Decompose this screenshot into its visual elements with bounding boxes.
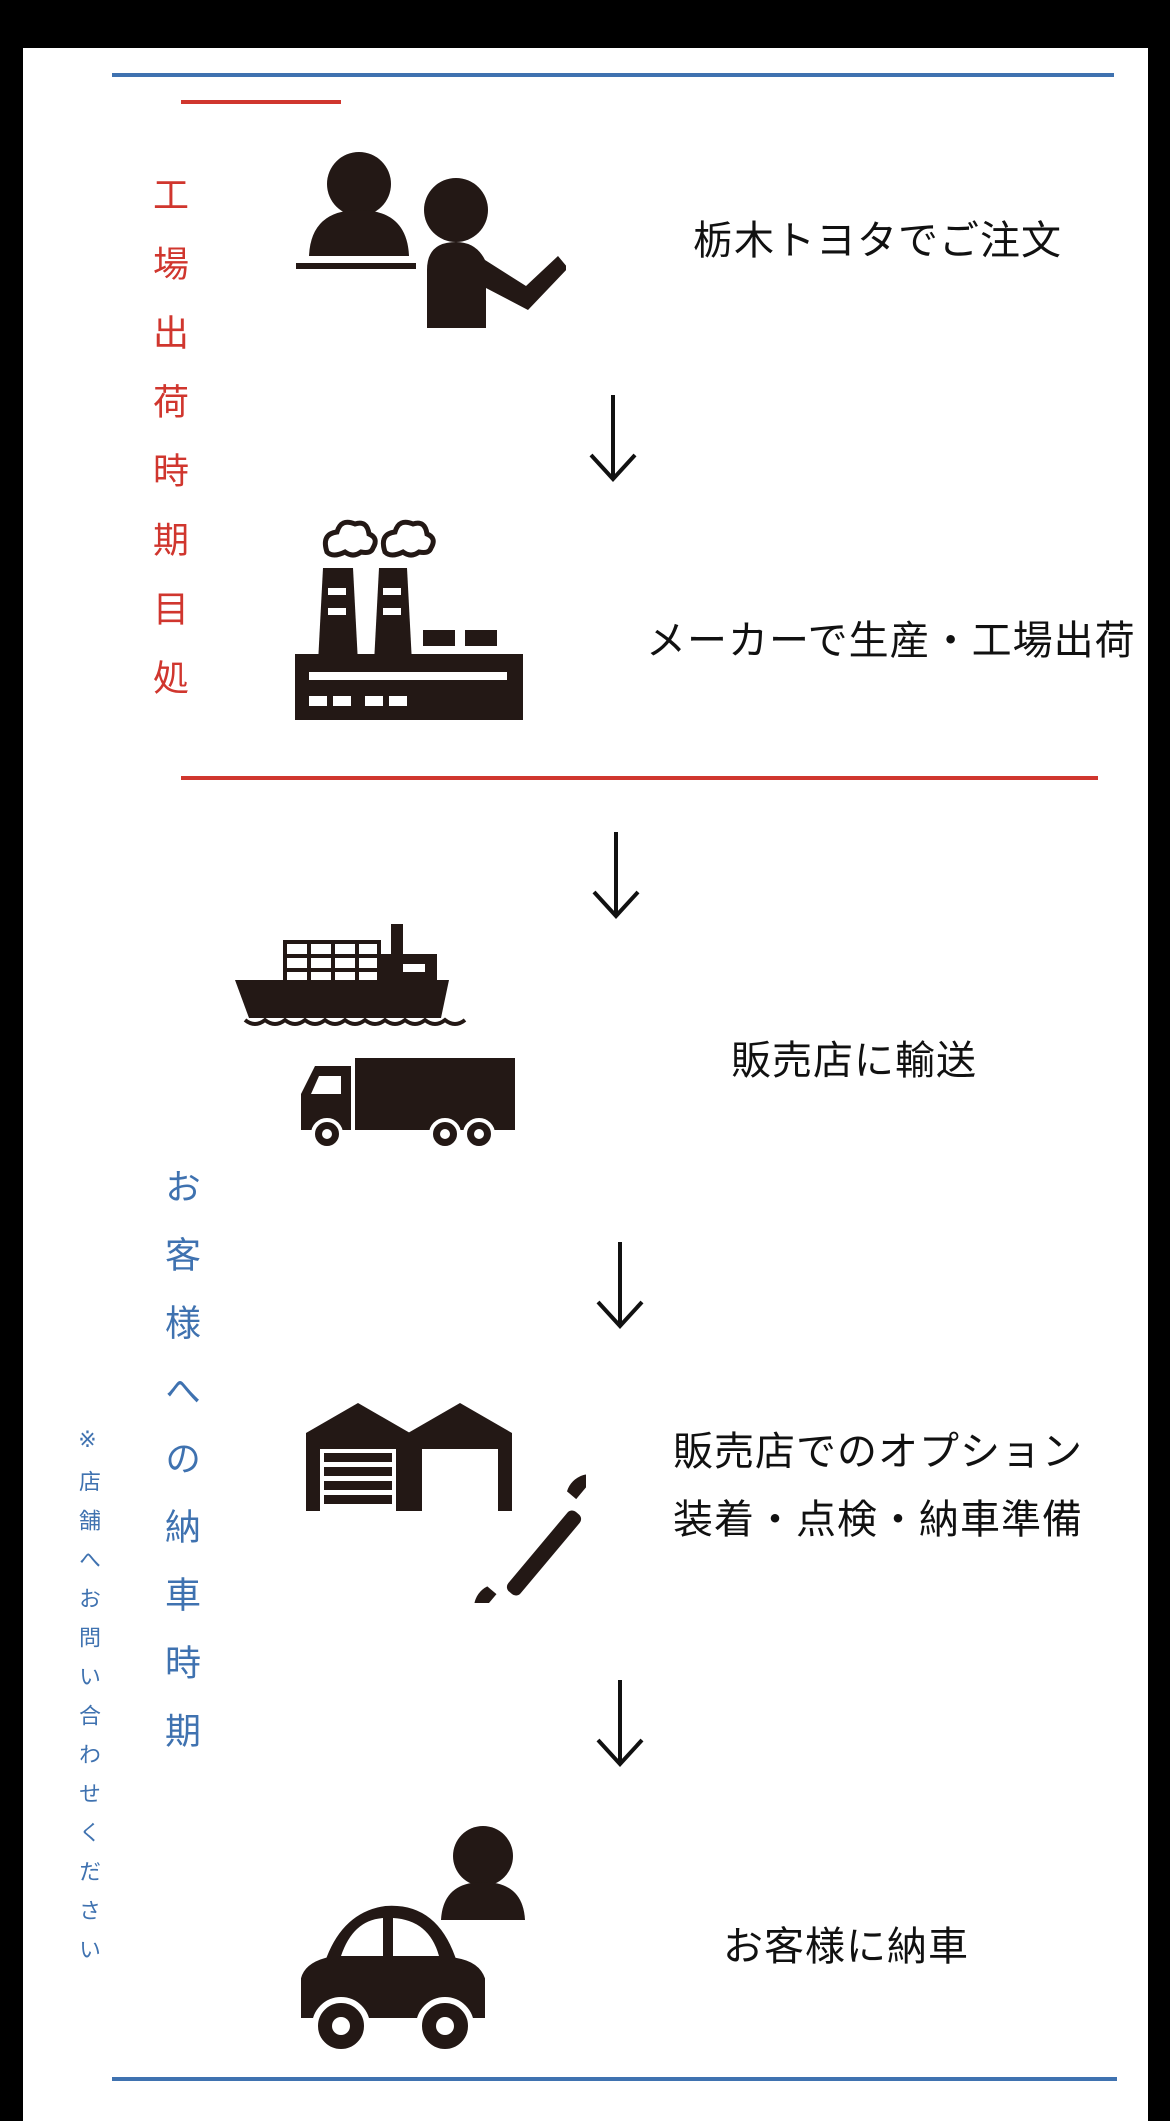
factory-icon	[295, 514, 525, 720]
down-arrow-icon	[595, 1240, 645, 1330]
step-1-label: 栃木トヨタでご注文	[693, 218, 1062, 264]
factory-period-top-line	[181, 100, 341, 104]
bottom-divider	[112, 2077, 1117, 2081]
order-meeting-icon	[296, 138, 566, 328]
step-4-label-line-1: 販売店でのオプション	[673, 1429, 1083, 1475]
flow-diagram-page: 工場出荷時期目処 お客様への納車時期 ※店舗へお問い合わせください 栃木トヨタで…	[23, 48, 1148, 2121]
step-2-label: メーカーで生産・工場出荷	[646, 618, 1136, 664]
car-customer-icon	[281, 1818, 551, 2054]
step-4-label: 販売店でのオプション 装着・点検・納車準備	[673, 1418, 1083, 1554]
step-5-label: お客様に納車	[723, 1924, 969, 1970]
ship-truck-icon	[235, 924, 565, 1146]
down-arrow-icon	[595, 1678, 645, 1768]
top-divider	[112, 73, 1114, 77]
step-3-label: 販売店に輸送	[731, 1038, 977, 1084]
factory-period-bottom-line	[181, 776, 1098, 780]
customer-period-label: お客様への納車時期	[159, 1168, 200, 1780]
step-4-label-line-2: 装着・点検・納車準備	[673, 1497, 1083, 1543]
garage-wrench-icon	[306, 1403, 586, 1603]
down-arrow-icon	[591, 830, 641, 920]
customer-period-note: ※店舗へお問い合わせください	[75, 1428, 100, 1977]
factory-period-label: 工場出荷時期目処	[147, 176, 188, 728]
down-arrow-icon	[588, 393, 638, 483]
